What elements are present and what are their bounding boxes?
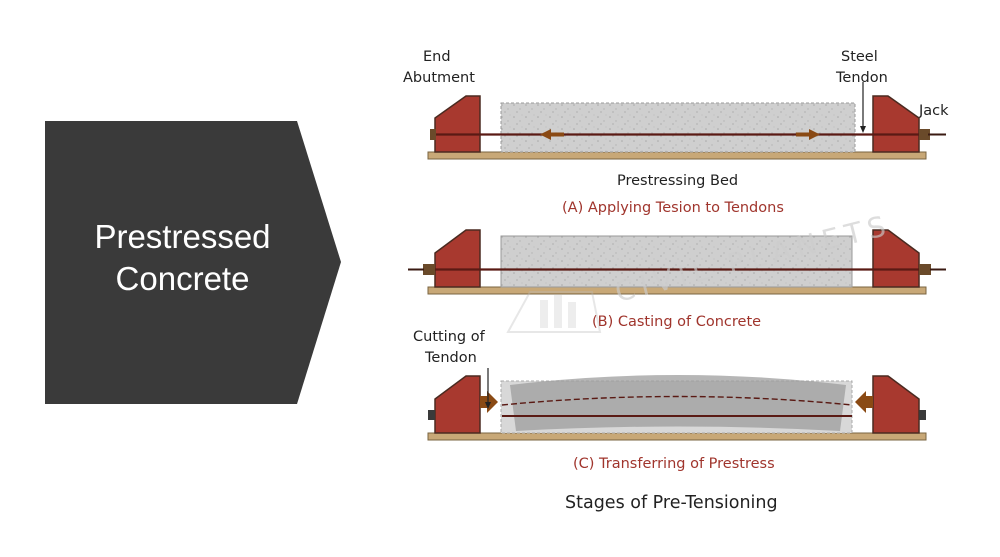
end-abutment-label-line1: End [423,49,451,65]
right-abutment-a [872,95,920,153]
right-force-arrow-tail [866,396,873,408]
cutting-label-line1: Cutting of [413,329,486,345]
cambered-beam [510,375,846,431]
right-abutment-c [872,375,920,434]
left-force-arrow-tail [480,396,487,408]
left-anchor-a [430,129,436,140]
left-cut-stub [428,410,435,420]
left-force-arrow [487,391,498,413]
stage-c [427,368,927,441]
caption-b: (B) Casting of Concrete [592,314,761,330]
tension-arrow-right [809,129,820,140]
title-chevron: Prestressed Concrete [45,121,345,404]
cutting-label-line2: Tendon [424,350,477,366]
tension-arrow-left-tail [551,132,564,137]
stage-b [408,229,946,295]
prestressing-bed-c [427,432,927,441]
steel-tendon-label-line1: Steel [841,49,878,65]
tension-arrow-left [540,129,551,140]
chevron-shape [45,121,341,404]
watermark-logo [506,291,602,333]
tension-arrow-right-tail [796,132,809,137]
caption-c: (C) Transferring of Prestress [573,456,775,472]
slide-title-line2: Concrete [115,260,250,297]
left-abutment-b [434,229,481,288]
jack-label: Jack [918,103,949,119]
pretensioning-diagram: End Abutment Steel Tendon Jack Prestress… [403,49,949,513]
left-abutment-c [434,375,481,434]
right-force-arrow [855,391,866,413]
tendon-pointer-head [860,126,866,133]
deflected-tendon [501,395,853,406]
concrete-cast-b [500,235,853,288]
left-anchor-b [423,264,435,275]
steel-tendon-label-line2: Tendon [835,70,888,86]
cutting-pointer-head [485,402,491,409]
jack-b [919,264,931,275]
jack-a [919,129,930,140]
slide-title: Prestressed Concrete [45,216,320,300]
diagram-main-caption: Stages of Pre-Tensioning [565,493,778,513]
prestressing-bed-a [427,151,927,160]
caption-a: (A) Applying Tesion to Tendons [562,200,784,216]
prestressing-bed-label: Prestressing Bed [617,173,738,189]
right-abutment-b [872,229,920,288]
stage-a [427,82,946,160]
concrete-mould-a [500,102,856,153]
end-abutment-label-line2: Abutment [403,70,475,86]
slide-title-line1: Prestressed [94,218,271,255]
left-abutment-a [434,95,481,153]
right-cut-stub [919,410,926,420]
